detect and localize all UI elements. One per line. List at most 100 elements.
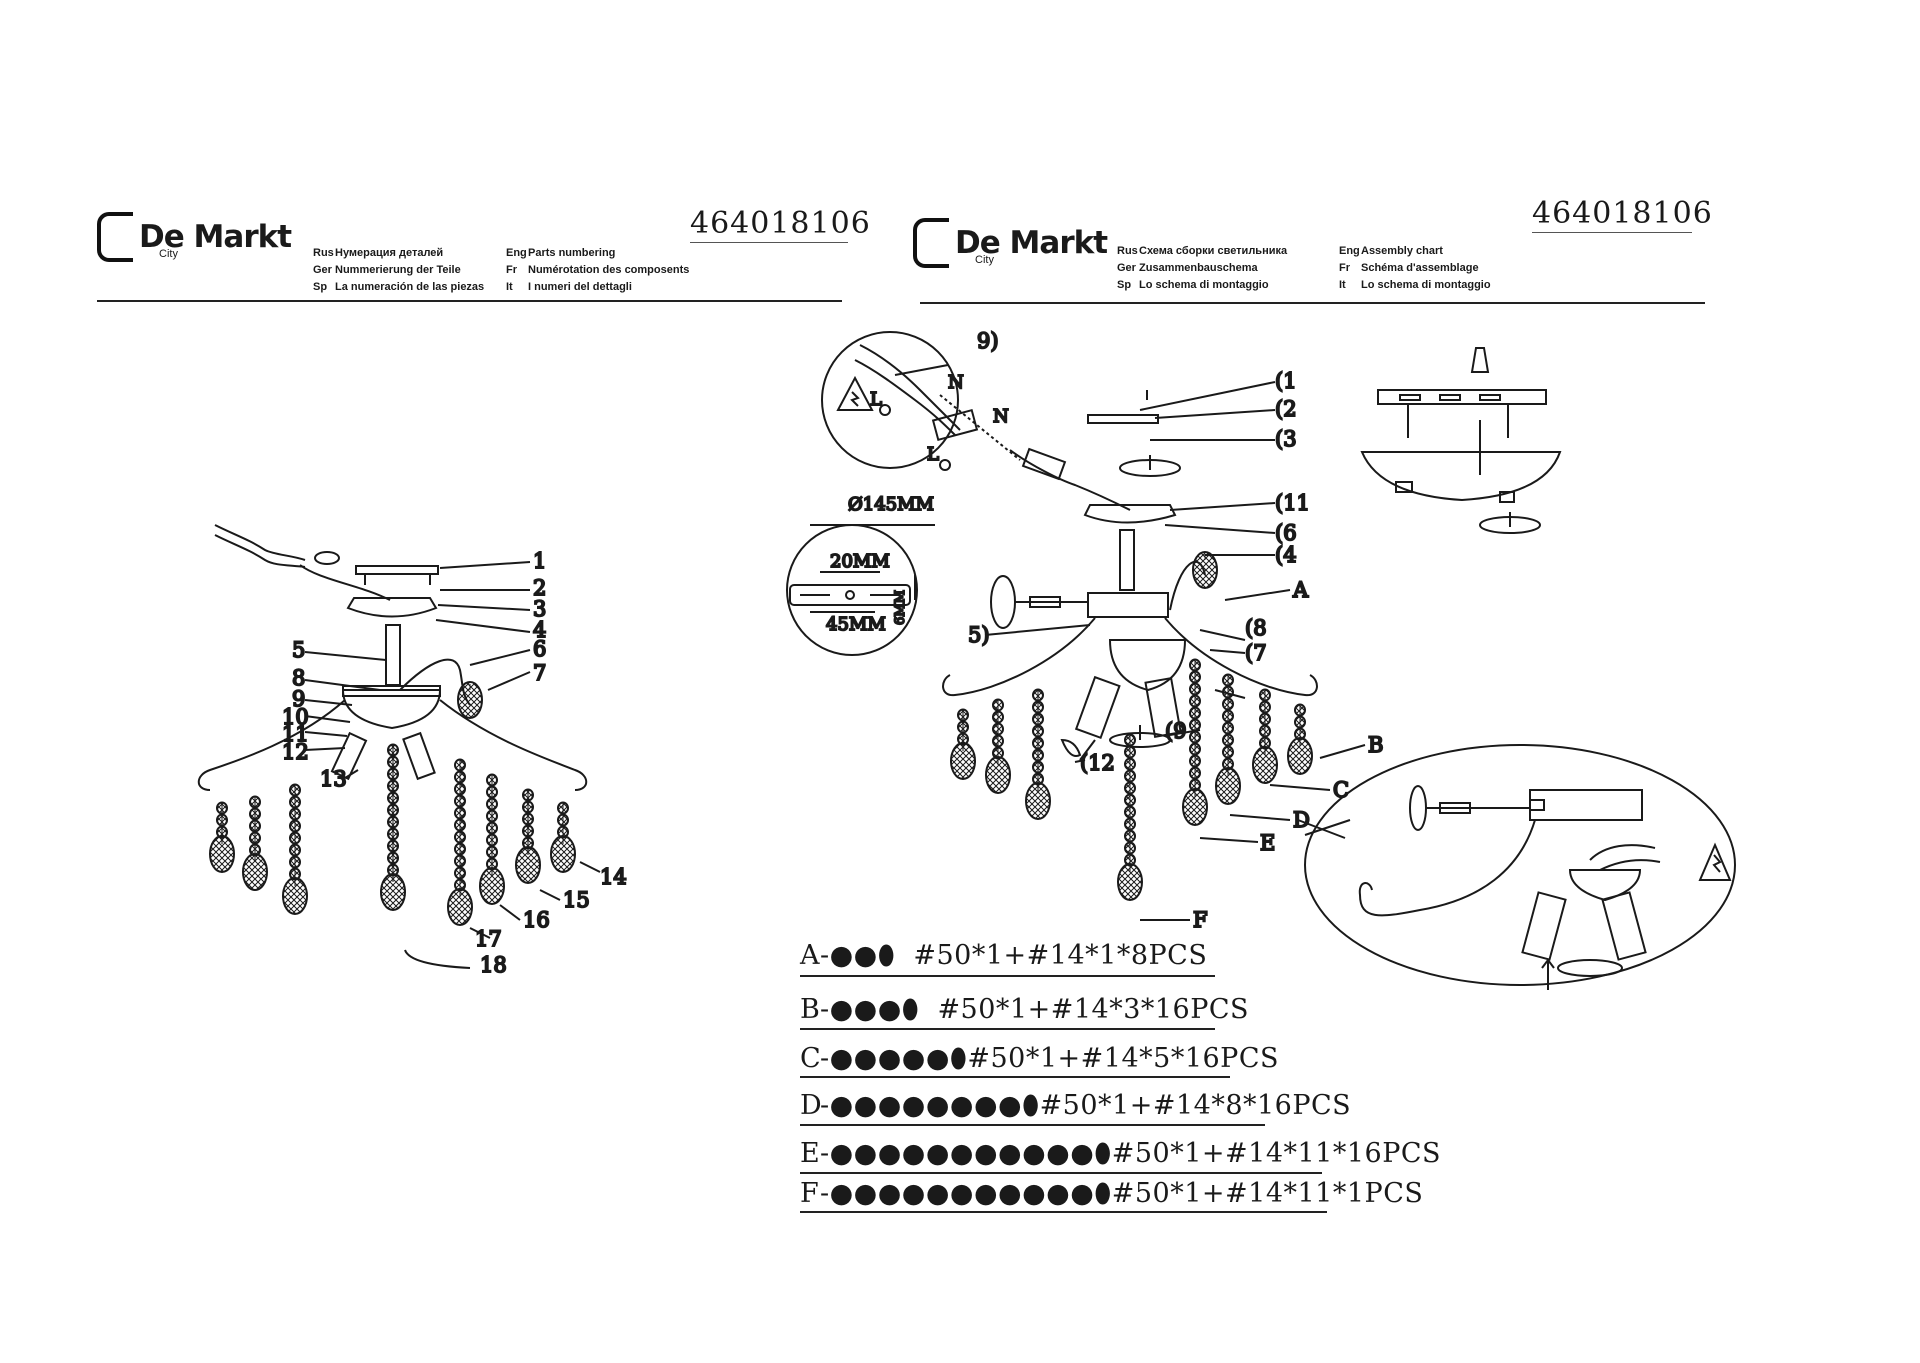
- part-label-6: 6: [533, 637, 546, 661]
- callout-C: C: [1333, 778, 1349, 802]
- callout-D: D: [1293, 808, 1310, 832]
- spec-bead-string: -●●●●●●●●●●●⬮: [820, 1178, 1112, 1209]
- part-label-17: 17: [475, 927, 502, 951]
- right-crystal-pendant: [1182, 788, 1208, 826]
- right-crystal-bead: [1032, 688, 1044, 702]
- part-label-2: 2: [533, 576, 546, 600]
- right-crystal-bead: [1032, 700, 1044, 714]
- left-crystal-bead: [387, 827, 399, 841]
- right-crystal-bead: [1222, 721, 1234, 735]
- callout-B: B: [1368, 733, 1383, 757]
- right-crystal-pendant: [950, 742, 976, 780]
- callout-5: 5): [968, 623, 990, 647]
- right-crystal-bead: [1124, 733, 1136, 747]
- right-crystal-bead: [1189, 694, 1201, 708]
- part-label-8: 8: [292, 666, 305, 690]
- brand-sub: City: [159, 248, 178, 260]
- left-crystal-bead: [486, 833, 498, 847]
- article-code-left: 464018106: [690, 206, 871, 241]
- right-crystal-bead: [1189, 706, 1201, 720]
- callout-12: (12: [1080, 751, 1115, 775]
- callout-4: (4: [1275, 543, 1297, 567]
- left-crystal-bead: [387, 743, 399, 757]
- dimension-diameter: Ø145MM: [848, 494, 934, 515]
- right-crystal-bead: [1124, 805, 1136, 819]
- left-crystal-bead: [387, 839, 399, 853]
- right-crystal-bead: [992, 734, 1004, 748]
- left-crystal-bead: [216, 813, 228, 827]
- brand-name: De Markt: [955, 224, 1108, 261]
- callout-A: A: [1292, 578, 1309, 602]
- left-crystal-bead: [486, 821, 498, 835]
- left-crystal-bead: [387, 779, 399, 793]
- part-label-3: 3: [533, 597, 546, 621]
- left-crystal-bead: [289, 855, 301, 869]
- code-underline-left: [690, 242, 848, 243]
- left-crystal-bead: [216, 801, 228, 815]
- callout-6: (6: [1275, 521, 1297, 545]
- brand-logo-left: De Markt City: [97, 212, 292, 262]
- right-crystal-bead: [1294, 715, 1306, 729]
- right-crystal-bead: [1259, 712, 1271, 726]
- right-crystal-bead: [1222, 697, 1234, 711]
- wire-n-2: N: [993, 406, 1009, 427]
- dimension-45mm: 45MM: [826, 614, 886, 635]
- right-crystal-bead: [1189, 754, 1201, 768]
- right-crystal-bead: [1124, 817, 1136, 831]
- right-crystal-bead: [1124, 781, 1136, 795]
- right-crystal-bead: [1222, 733, 1234, 747]
- left-crystal-bead: [289, 783, 301, 797]
- left-crystal-bead: [249, 831, 261, 845]
- callout-9-top: 9): [977, 329, 999, 353]
- right-crystal-bead: [1189, 718, 1201, 732]
- left-crystal-bead: [387, 851, 399, 865]
- left-crystal-bead: [249, 819, 261, 833]
- right-crystal-pendant: [1192, 551, 1218, 589]
- left-crystal-bead: [289, 795, 301, 809]
- callout-1: (1: [1275, 369, 1297, 393]
- left-crystal-pendant: [209, 835, 235, 873]
- part-label-18: 18: [480, 953, 507, 977]
- crystal-spec-A: A-●●⬮ #50*1+#14*1*8PCS: [800, 940, 1208, 971]
- callout-2: (2: [1275, 397, 1297, 421]
- right-crystal-bead: [1189, 730, 1201, 744]
- right-crystal-pendant: [1252, 746, 1278, 784]
- left-crystal-bead: [454, 842, 466, 856]
- part-label-9: 9: [292, 687, 305, 711]
- right-crystal-bead: [1259, 688, 1271, 702]
- right-crystal-bead: [1189, 682, 1201, 696]
- left-crystal-pendant: [242, 853, 268, 891]
- part-label-16: 16: [523, 908, 550, 932]
- left-crystal-bead: [522, 800, 534, 814]
- left-crystal-pendant: [447, 888, 473, 926]
- spec-rule-F: [800, 1211, 1327, 1213]
- left-chandelier-drawing: [197, 524, 601, 969]
- left-crystal-bead: [387, 791, 399, 805]
- spec-rule-D: [800, 1124, 1265, 1126]
- part-label-1: 1: [533, 549, 546, 573]
- left-crystal-pendant: [282, 877, 308, 915]
- left-crystal-bead: [557, 813, 569, 827]
- left-crystal-bead: [454, 758, 466, 772]
- right-crystal-bead: [1189, 766, 1201, 780]
- callout-11: (11: [1275, 491, 1310, 515]
- code-underline-right: [1532, 232, 1692, 233]
- left-crystal-bead: [289, 843, 301, 857]
- right-crystal-bead: [1259, 724, 1271, 738]
- wire-l-1: L: [870, 389, 882, 410]
- right-crystal-bead: [1032, 736, 1044, 750]
- right-crystal-bead: [1032, 712, 1044, 726]
- dimension-20mm: 20MM: [830, 551, 890, 572]
- left-crystal-bead: [289, 807, 301, 821]
- left-crystal-bead: [454, 794, 466, 808]
- left-crystal-bead: [289, 831, 301, 845]
- left-crystal-bead: [249, 795, 261, 809]
- left-crystal-bead: [522, 788, 534, 802]
- brand-logo-right: De Markt City: [913, 218, 1108, 268]
- left-crystal-bead: [387, 767, 399, 781]
- right-crystal-bead: [1124, 829, 1136, 843]
- right-crystal-bead: [1124, 745, 1136, 759]
- left-crystal-bead: [454, 782, 466, 796]
